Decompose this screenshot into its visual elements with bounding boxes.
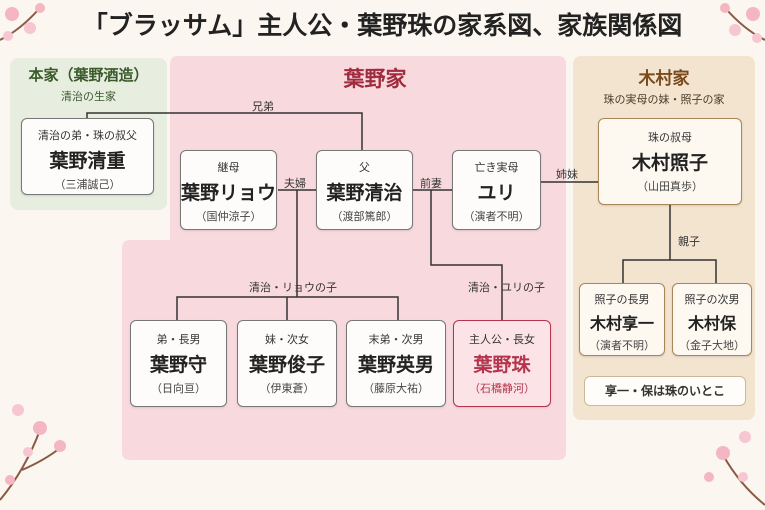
role-hideo: 末弟・次男 <box>368 333 424 346</box>
actor-ryou: （国仲涼子） <box>195 210 262 223</box>
name-kiyoshige: 葉野清重 <box>49 150 126 172</box>
actor-tamotsu: （金子大地） <box>679 339 745 352</box>
brothers-line <box>86 112 363 150</box>
parent-child-label: 親子 <box>678 235 700 248</box>
kimura-title: 木村家 <box>638 69 690 89</box>
former-wife-label: 前妻 <box>420 177 442 190</box>
person-hideo: 末弟・次男 葉野英男 （藤原大祐） <box>346 320 446 407</box>
name-kyoichi: 木村享一 <box>589 314 654 333</box>
actor-seiji: （渡部篤郎） <box>331 210 398 223</box>
name-tamotsu: 木村保 <box>687 314 736 333</box>
brothers-label: 兄弟 <box>252 100 274 113</box>
role-teruko: 珠の叔母 <box>648 131 692 144</box>
cherry-blossom-decoration-top-left <box>0 3 45 41</box>
couple-label: 夫婦 <box>284 177 306 190</box>
kimura-panel <box>573 56 755 420</box>
cherry-blossom-decoration-bottom-left <box>0 404 66 501</box>
actor-toshiko: （伊東蒼） <box>259 382 315 395</box>
kimura-subtitle: 珠の実母の妹・照子の家 <box>603 93 725 106</box>
person-kyoichi: 照子の長男 木村享一 （演者不明） <box>579 283 665 356</box>
actor-teruko: （山田真歩） <box>637 180 703 193</box>
actor-kyoichi: （演者不明） <box>589 339 655 352</box>
name-teruko: 木村照子 <box>631 152 708 174</box>
children-ryou-label: 清治・リョウの子 <box>249 281 337 294</box>
role-mamoru: 弟・長男 <box>156 333 201 346</box>
role-kyoichi: 照子の長男 <box>594 293 650 306</box>
page-title: 「ブラッサム」主人公・葉野珠の家系図、家族関係図 <box>82 11 683 40</box>
actor-yuri: （演者不明） <box>463 210 530 223</box>
role-tama: 主人公・長女 <box>469 333 535 346</box>
children-yuri-label: 清治・ユリの子 <box>468 281 545 294</box>
name-hideo: 葉野英男 <box>357 354 434 376</box>
actor-kiyoshige: （三浦誠己） <box>54 178 121 191</box>
kimura-children-bar <box>622 259 717 283</box>
honke-title: 本家（葉野酒造） <box>28 66 149 84</box>
role-toshiko: 妹・次女 <box>265 333 309 346</box>
role-yuri: 亡き実母 <box>474 161 519 174</box>
person-seiji: 父 葉野清治 （渡部篤郎） <box>316 150 413 230</box>
person-teruko: 珠の叔母 木村照子 （山田真歩） <box>598 118 742 205</box>
person-tamotsu: 照子の次男 木村保 （金子大地） <box>672 283 752 356</box>
role-ryou: 継母 <box>217 161 240 174</box>
person-tama: 主人公・長女 葉野珠 （石橋静河） <box>453 320 551 407</box>
hano-title: 葉野家 <box>343 67 407 91</box>
person-kiyoshige: 清治の弟・珠の叔父 葉野清重 （三浦誠己） <box>21 118 154 195</box>
actor-tama: （石橋静河） <box>469 382 535 395</box>
name-tama: 葉野珠 <box>473 354 531 376</box>
name-toshiko: 葉野俊子 <box>248 354 325 376</box>
cherry-blossom-decoration-top-right <box>720 3 765 43</box>
sisters-label: 姉妹 <box>556 168 578 181</box>
person-mamoru: 弟・長男 葉野守 （日向亘） <box>130 320 227 407</box>
role-tamotsu: 照子の次男 <box>684 293 740 306</box>
name-seiji: 葉野清治 <box>326 182 403 204</box>
person-yuri: 亡き実母 ユリ （演者不明） <box>452 150 541 230</box>
name-yuri: ユリ <box>477 182 516 204</box>
cousin-note: 享一・保は珠のいとこ <box>584 376 746 406</box>
name-mamoru: 葉野守 <box>149 354 207 376</box>
cherry-blossom-decoration-bottom-right <box>704 431 765 506</box>
yuri-children-line <box>430 190 503 320</box>
actor-hideo: （藤原大祐） <box>363 382 429 395</box>
person-ryou: 継母 葉野リョウ （国仲涼子） <box>180 150 277 230</box>
honke-subtitle: 清治の生家 <box>61 90 116 103</box>
actor-mamoru: （日向亘） <box>151 382 206 395</box>
role-seiji: 父 <box>359 161 370 174</box>
person-toshiko: 妹・次女 葉野俊子 （伊東蒼） <box>237 320 337 407</box>
name-ryou: 葉野リョウ <box>181 182 277 204</box>
role-kiyoshige: 清治の弟・珠の叔父 <box>38 129 137 142</box>
